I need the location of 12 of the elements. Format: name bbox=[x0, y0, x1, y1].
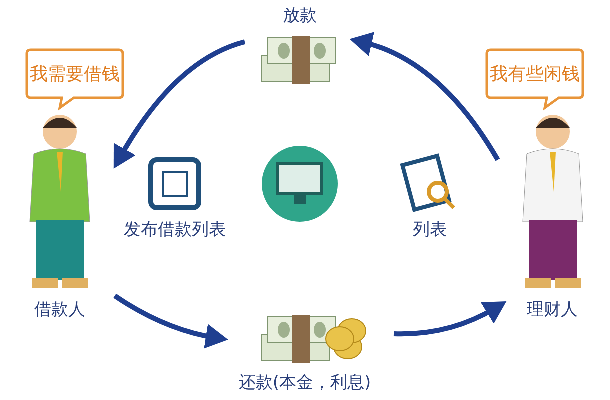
node-label: 理财人 bbox=[526, 299, 579, 321]
node-label: 列表 bbox=[412, 219, 448, 241]
curved-arrow bbox=[394, 302, 507, 337]
speech-bubble: 我有些闲钱 bbox=[485, 48, 585, 110]
node-label: 发布借款列表 bbox=[123, 219, 227, 241]
node-label: 借款人 bbox=[34, 299, 86, 321]
curved-arrow bbox=[114, 294, 228, 349]
node-label: 还款(本金，利息) bbox=[238, 372, 372, 394]
node-label: 放款 bbox=[282, 5, 318, 27]
speech-bubble: 我需要借钱 bbox=[25, 48, 125, 110]
curved-arrow bbox=[350, 32, 500, 162]
curved-arrow bbox=[114, 40, 246, 169]
